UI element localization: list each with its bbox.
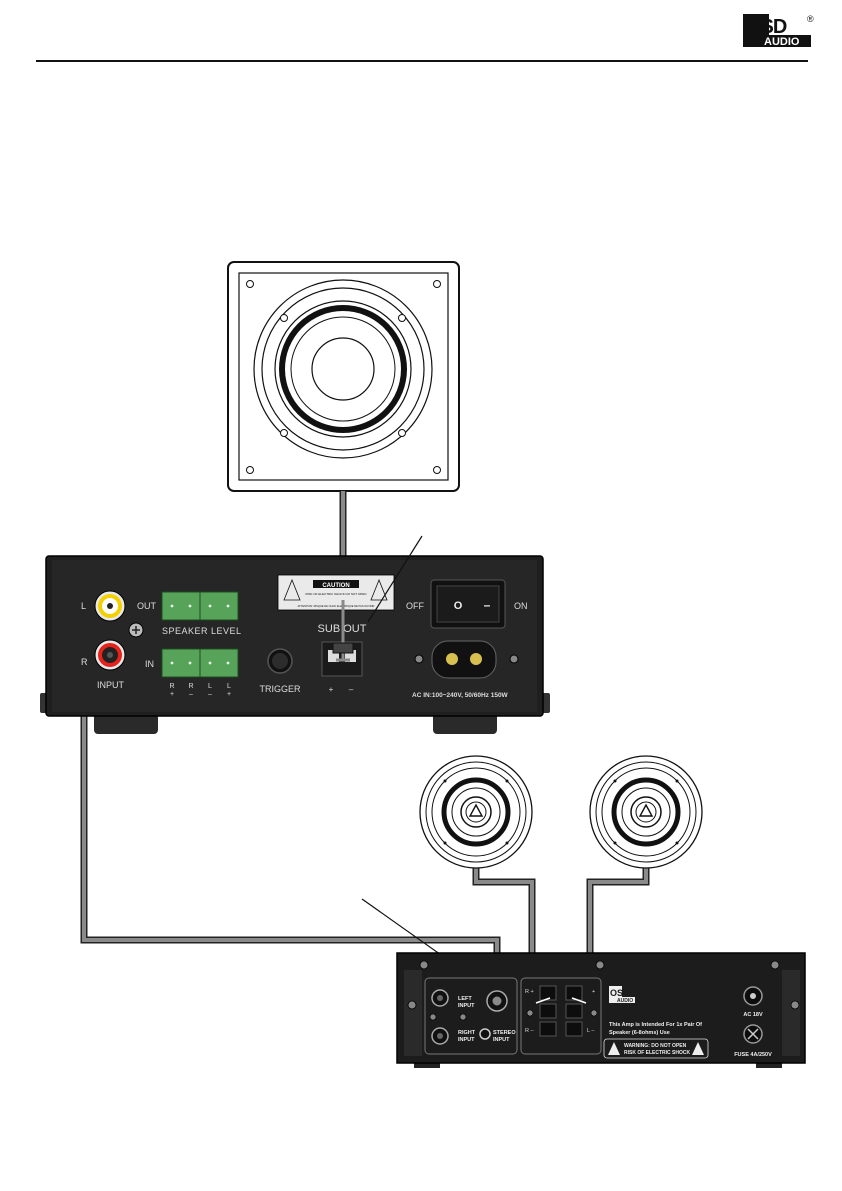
left-input-label-2: INPUT (458, 1003, 475, 1009)
logo-registered: ® (807, 14, 814, 24)
ac-in-label: AC IN:100~240V, 50/60Hz 150W (412, 692, 509, 699)
trigger-jack[interactable] (267, 648, 293, 674)
mini-amp-note-2: Speaker (6-8ohms) Use (609, 1030, 670, 1036)
fuse-holder[interactable] (743, 1024, 763, 1044)
r-minus-label: R – (525, 1028, 535, 1034)
left-input-jack[interactable] (431, 989, 449, 1007)
terminal-letter: L (208, 683, 212, 690)
cable-plugs (332, 600, 503, 1007)
logo-text-top: OSD (746, 16, 787, 38)
callout-line-subout (367, 535, 423, 623)
l-minus-label: L – (587, 1028, 595, 1034)
terminal-sign: – (208, 691, 212, 698)
in-label: IN (145, 659, 154, 669)
speaker-output-terminals[interactable] (535, 985, 587, 1037)
terminal-sign: + (170, 691, 174, 698)
on-label: ON (514, 601, 528, 611)
speaker-level-out-terminal[interactable] (161, 591, 239, 621)
terminal-letter: R (188, 683, 193, 690)
warning-triangle-icon (692, 1042, 704, 1055)
main-amplifier: L R OUT IN INPUT SPEAKER LEVEL R R L L (40, 555, 550, 734)
logo-text-bottom: AUDIO (764, 36, 800, 48)
caution-title: CAUTION (322, 583, 349, 589)
switch-off-symbol: O (454, 600, 463, 612)
l-plus-label: + (592, 989, 595, 995)
warning-triangle-icon (608, 1042, 620, 1055)
screw-icon (246, 280, 441, 474)
input-label: INPUT (97, 680, 125, 690)
rca-jack-right[interactable] (94, 639, 126, 671)
left-input-label-1: LEFT (458, 996, 472, 1002)
mini-amplifier: LEFT INPUT RIGHT INPUT STEREO INPUT R + … (396, 952, 806, 1068)
ceiling-speaker-left (419, 755, 533, 869)
terminal-sign: – (189, 691, 193, 698)
right-input-jack[interactable] (431, 1027, 449, 1045)
subwoofer (227, 261, 460, 492)
mini-amp-logo: OSD AUDIO (609, 986, 635, 1004)
in-terminal-labels: R R L L + – – + (169, 683, 231, 698)
r-plus-label: R + (525, 989, 534, 995)
out-label: OUT (137, 601, 157, 611)
ac-power-inlet[interactable] (431, 640, 497, 679)
terminal-letter: L (227, 683, 231, 690)
screw-icon (429, 1013, 467, 1021)
right-input-label-1: RIGHT (458, 1030, 476, 1036)
channel-r-label: R (81, 657, 88, 667)
tweeter-icon (638, 803, 654, 817)
screw-icon (414, 654, 519, 664)
dc-power-jack[interactable] (743, 986, 763, 1006)
mini-amp-note-1: This Amp is Intended For 1x Pair Of (609, 1022, 702, 1028)
screw-icon (407, 960, 800, 1010)
rca-jack-left[interactable] (94, 590, 126, 622)
speaker-level-label: SPEAKER LEVEL (162, 626, 242, 636)
mini-logo-bottom: AUDIO (617, 998, 633, 1004)
caution-fine: ATTENTION: RISQUE DE CHOC ELECTRIQUE NE … (298, 604, 375, 608)
speaker-level-in-terminal[interactable] (161, 648, 239, 678)
off-label: OFF (406, 601, 424, 611)
terminal-letter: R (169, 683, 174, 690)
ac-18v-label: AC 18V (743, 1012, 763, 1018)
mini-logo-top: OSD (610, 988, 630, 998)
terminal-sign: + (227, 691, 231, 698)
warning-triangle-icon (283, 578, 301, 601)
trigger-label: TRIGGER (259, 684, 301, 694)
power-switch[interactable]: O – (430, 579, 506, 629)
sub-minus-label: – (349, 685, 354, 694)
right-input-label-2: INPUT (458, 1037, 475, 1043)
sub-plus-label: + (329, 685, 334, 694)
warning-line-1: WARNING: DO NOT OPEN (624, 1043, 687, 1049)
fuse-label: FUSE 4A/250V (734, 1052, 772, 1058)
stereo-input-label-2: INPUT (493, 1037, 510, 1043)
warning-triangle-icon (370, 578, 388, 601)
caution-small: RISK OF ELECTRIC SHOCK DO NOT OPEN (306, 592, 367, 596)
caution-label: CAUTION RISK OF ELECTRIC SHOCK DO NOT OP… (277, 574, 395, 611)
channel-l-label: L (81, 601, 86, 611)
ceiling-speaker-right (589, 755, 703, 869)
tweeter-icon (468, 803, 484, 817)
screw-icon (526, 1009, 598, 1017)
mini-amp-warning: WARNING: DO NOT OPEN RISK OF ELECTRIC SH… (603, 1038, 709, 1059)
stereo-input-label-1: STEREO (493, 1030, 516, 1036)
ground-screw-icon (128, 622, 144, 638)
switch-on-symbol: – (484, 598, 491, 612)
stereo-input-jack[interactable] (479, 1028, 491, 1040)
warning-line-2: RISK OF ELECTRIC SHOCK (624, 1050, 691, 1056)
brand-logo: OSD AUDIO ® (743, 14, 814, 48)
